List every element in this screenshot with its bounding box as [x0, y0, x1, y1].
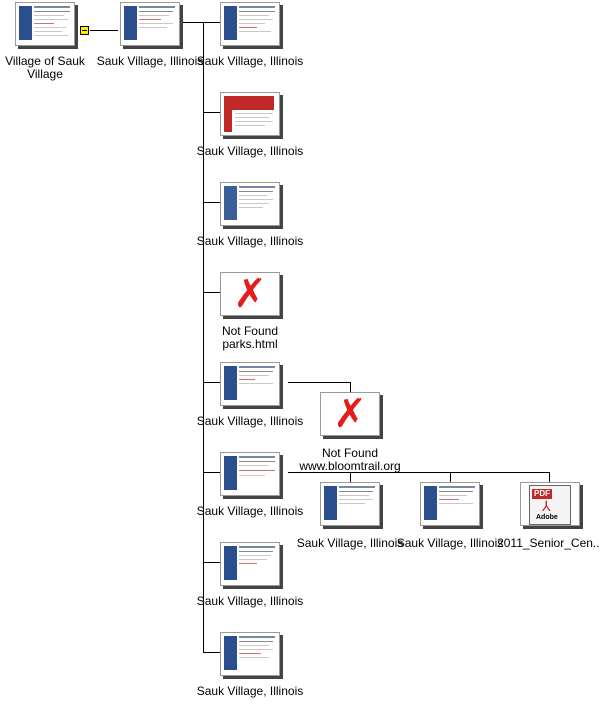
child-label-6: Sauk Village, Illinois [196, 504, 304, 518]
tree-trunk [203, 22, 204, 653]
child-label-7: Sauk Village, Illinois [196, 594, 304, 608]
sub-label-b2: Sauk Village, Illinois [396, 536, 504, 550]
branch-2 [203, 112, 220, 113]
level1-label: Sauk Village, Illinois [96, 54, 204, 68]
page-thumbnail [120, 2, 180, 46]
branch-5 [203, 382, 220, 383]
sub-node-b1[interactable] [320, 482, 380, 526]
page-thumbnail [220, 182, 280, 226]
branch-8 [203, 652, 220, 653]
connector-child6-v2 [450, 472, 451, 482]
connector-child6-h [288, 472, 550, 473]
child-label-5: Sauk Village, Illinois [196, 414, 304, 428]
pdf-thumbnail: PDF ⅄ Adobe [520, 482, 580, 526]
connector-child5-v [350, 382, 351, 392]
page-thumbnail [220, 542, 280, 586]
broken-page-thumbnail: ✗ [320, 392, 380, 436]
sub-node-b3-pdf[interactable]: PDF ⅄ Adobe [520, 482, 580, 526]
child-node-4[interactable]: ✗ [220, 272, 280, 316]
child-label-8: Sauk Village, Illinois [196, 684, 304, 698]
level1-node[interactable] [120, 2, 180, 46]
child-node-3[interactable] [220, 182, 280, 226]
child-node-1[interactable] [220, 2, 280, 46]
branch-4 [203, 292, 220, 293]
connector-root-to-level1 [90, 30, 118, 31]
child-node-5[interactable] [220, 362, 280, 406]
child-node-8[interactable] [220, 632, 280, 676]
sub-label-b1: Sauk Village, Illinois [296, 536, 404, 550]
sub-node-b2[interactable] [420, 482, 480, 526]
collapse-toggle-icon[interactable] [80, 26, 89, 35]
child-label-1: Sauk Village, Illinois [196, 54, 304, 68]
sub-sublabel-bloomtrail: www.bloomtrail.org [299, 459, 401, 473]
child-label-2: Sauk Village, Illinois [196, 144, 304, 158]
root-node[interactable] [15, 2, 75, 46]
branch-7 [203, 562, 220, 563]
page-thumbnail [320, 482, 380, 526]
connector-child5-h [288, 382, 351, 383]
child-node-6[interactable] [220, 452, 280, 496]
page-thumbnail [15, 2, 75, 46]
root-label: Village of Sauk Village [5, 54, 85, 81]
child-sublabel-4: parks.html [222, 337, 278, 351]
broken-link-icon: ✗ [333, 392, 367, 436]
sub-label-bloomtrail: Not Found [321, 446, 379, 460]
page-thumbnail [220, 452, 280, 496]
connector-child6-v1 [350, 472, 351, 482]
child-node-7[interactable] [220, 542, 280, 586]
page-thumbnail [220, 632, 280, 676]
broken-page-thumbnail: ✗ [220, 272, 280, 316]
connector-child6-v3 [549, 472, 550, 482]
pdf-icon: PDF ⅄ Adobe [529, 485, 571, 525]
page-thumbnail [220, 2, 280, 46]
branch-3 [203, 202, 220, 203]
child-node-2[interactable] [220, 92, 280, 136]
broken-link-icon: ✗ [233, 272, 267, 316]
page-thumbnail [420, 482, 480, 526]
child-label-3: Sauk Village, Illinois [196, 234, 304, 248]
branch-6 [203, 472, 220, 473]
page-thumbnail [220, 362, 280, 406]
sub-label-b3: 2011_Senior_Cen... [497, 536, 600, 550]
branch-1 [203, 22, 220, 23]
page-thumbnail [220, 92, 280, 136]
child-label-4: Not Found [221, 324, 279, 338]
sub-node-bloomtrail[interactable]: ✗ [320, 392, 380, 436]
connector-level1-to-trunk [182, 22, 206, 23]
